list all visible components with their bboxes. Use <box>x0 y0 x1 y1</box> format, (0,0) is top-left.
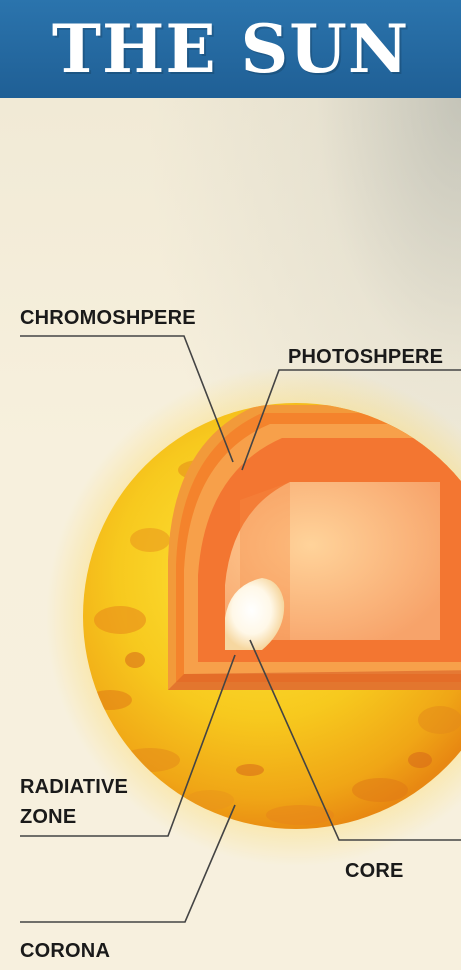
label-radiative-zone-line1: RADIATIVE <box>20 774 128 800</box>
label-chromosphere: CHROMOSHPERE <box>20 305 196 331</box>
cutaway <box>168 405 461 690</box>
label-corona: CORONA <box>20 938 110 964</box>
label-core: CORE <box>345 858 404 884</box>
label-radiative-zone-line2: ZONE <box>20 804 76 830</box>
label-photosphere: PHOTOSHPERE <box>288 344 443 370</box>
